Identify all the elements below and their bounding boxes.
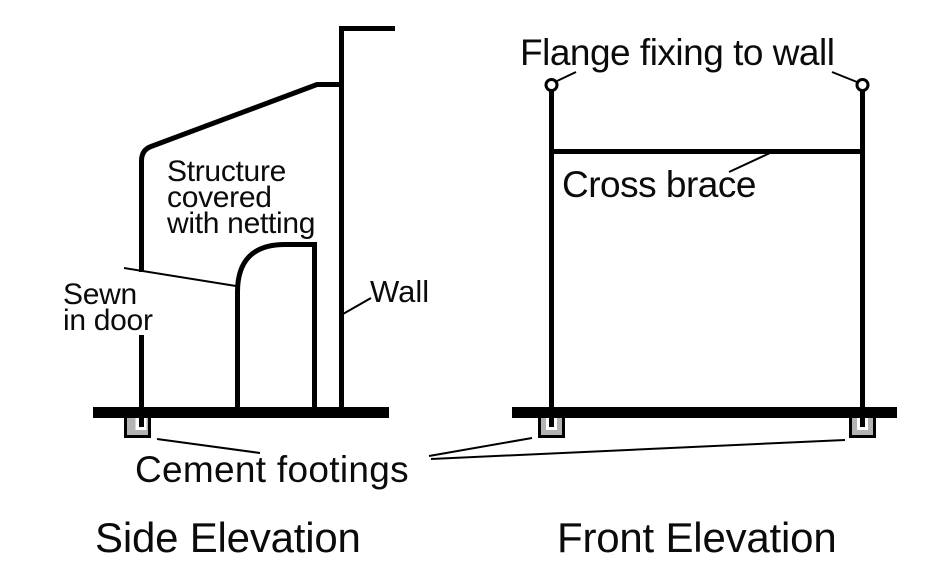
door-outline xyxy=(235,242,317,412)
side-elevation-title: Side Elevation xyxy=(95,514,361,561)
sewn-in-door-label-line2: in door xyxy=(63,304,153,337)
structure-netting-label-line3: with netting xyxy=(167,207,316,240)
sewn-in-door-label: Sewn in door xyxy=(63,278,153,337)
flange-circle-right xyxy=(855,78,870,92)
leader-flange-left xyxy=(556,71,577,82)
leader-flange-right xyxy=(831,71,858,83)
front-elevation-title: Front Elevation xyxy=(557,514,837,561)
ground-line-front xyxy=(512,407,897,418)
leader-cross-brace xyxy=(728,152,771,173)
sewn-in-door-label-line1: Sewn xyxy=(63,278,137,311)
cement-footings-label: Cement footings xyxy=(135,449,409,490)
leader-footing-side xyxy=(156,438,261,454)
netting-roof-line xyxy=(139,82,340,272)
flange-circle-left xyxy=(544,78,559,92)
structure-netting-label-line2: covered xyxy=(167,181,272,214)
structure-netting-label: Structure covered with netting xyxy=(167,155,316,240)
leader-footing-front-right xyxy=(430,439,846,460)
leader-sewn-in-door xyxy=(123,267,237,287)
leader-wall xyxy=(342,297,372,315)
structure-netting-label-line1: Structure xyxy=(167,155,287,188)
cross-brace-label: Cross brace xyxy=(562,164,756,205)
wall-label: Wall xyxy=(370,274,430,309)
wall-line xyxy=(339,26,395,412)
leader-footing-front-left xyxy=(428,437,533,457)
ground-line-side xyxy=(93,407,389,418)
flange-fixing-label: Flange fixing to wall xyxy=(520,32,835,73)
